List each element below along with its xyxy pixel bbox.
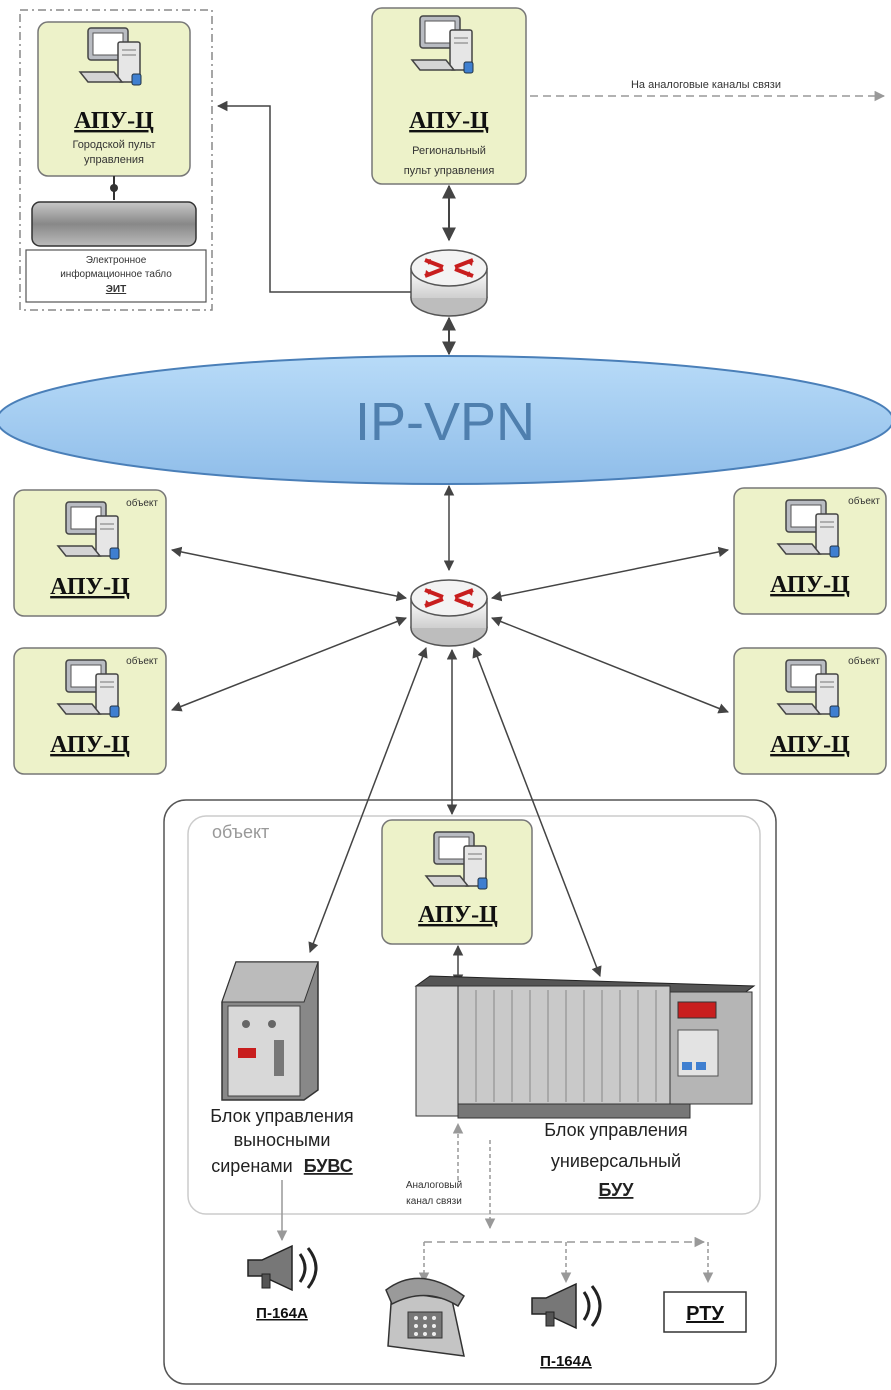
object-group-station[interactable]: АПУ-Ц: [381, 819, 533, 945]
city-console-desc-1: Городской пульт: [72, 139, 155, 151]
buu-label-2: универсальный: [551, 1151, 681, 1171]
buvs-device: [221, 961, 319, 1101]
buvs-label-3-text: сиренами: [211, 1156, 292, 1176]
buu-device: [414, 975, 756, 1119]
object-label: объект: [126, 655, 158, 667]
ip-vpn-network: IP-VPN: [0, 355, 891, 485]
analog-channel-line1: Аналоговый: [406, 1180, 462, 1191]
object-group-station-title: АПУ-Ц: [418, 902, 498, 928]
buu-label-1: Блок управления: [544, 1120, 687, 1140]
display-board-line1: Электронное: [86, 255, 147, 266]
rtu-box: РТУ: [663, 1291, 747, 1333]
buvs-label-2: выносными: [234, 1130, 331, 1150]
link-router-obj-tl: [170, 546, 408, 602]
object-station-bottom-left[interactable]: объект АПУ-Ц: [13, 647, 167, 775]
object-station-title: АПУ-Ц: [770, 572, 850, 598]
link-router-obj-bl: [171, 616, 407, 712]
object-station-top-right[interactable]: объект АПУ-Ц: [733, 487, 887, 615]
buvs-label-3: сиренами БУВС: [211, 1156, 352, 1176]
buu-slots: [475, 990, 657, 1102]
display-board-line2: информационное табло: [60, 268, 172, 280]
object-station-title: АПУ-Ц: [50, 732, 130, 758]
regional-console-desc-2: пульт управления: [404, 165, 495, 177]
buvs-code: БУВС: [304, 1156, 353, 1176]
city-console-group: [19, 9, 213, 311]
link-router-buvs: [308, 647, 428, 953]
ip-vpn-label: IP-VPN: [355, 392, 535, 452]
rtu-label: РТУ: [686, 1303, 724, 1325]
analog-channel-line2: канал связи: [406, 1196, 462, 1207]
link-router-buu: [472, 647, 602, 977]
link-router-obj-tr: [490, 546, 730, 602]
analog-channels-label: На аналоговые каналы связи: [631, 79, 781, 91]
city-console-station[interactable]: АПУ-Ц Городской пульт управления: [37, 21, 191, 177]
regional-console-desc-1: Региональный: [412, 145, 486, 157]
city-console-title: АПУ-Ц: [74, 108, 154, 134]
object-station-title: АПУ-Ц: [50, 574, 130, 600]
speaker-left-label: П-164А: [256, 1305, 308, 1322]
city-console-desc-2: управления: [84, 154, 144, 166]
display-board-code: ЭИТ: [106, 284, 126, 295]
object-station-bottom-right[interactable]: объект АПУ-Ц: [733, 647, 887, 775]
buu-code: БУУ: [599, 1180, 635, 1200]
object-label: объект: [848, 495, 880, 507]
regional-console-station[interactable]: АПУ-Ц Региональный пульт управления: [371, 7, 527, 185]
object-group-label: объект: [212, 822, 269, 842]
link-router-obj-br: [491, 616, 729, 714]
display-board-label: Электронное информационное табло ЭИТ: [25, 249, 207, 303]
router-middle-icon: [409, 578, 489, 648]
display-board-tablo: [31, 201, 197, 247]
link-router-city: [216, 100, 411, 293]
regional-console-title: АПУ-Ц: [409, 108, 489, 134]
object-label: объект: [126, 497, 158, 509]
object-station-top-left[interactable]: объект АПУ-Ц: [13, 489, 167, 617]
object-label: объект: [848, 655, 880, 667]
buvs-label-1: Блок управления: [210, 1106, 353, 1126]
speaker-right-label: П-164А: [540, 1353, 592, 1370]
object-station-title: АПУ-Ц: [770, 732, 850, 758]
router-top-icon: [409, 248, 489, 318]
telephone-icon: [385, 1277, 465, 1357]
